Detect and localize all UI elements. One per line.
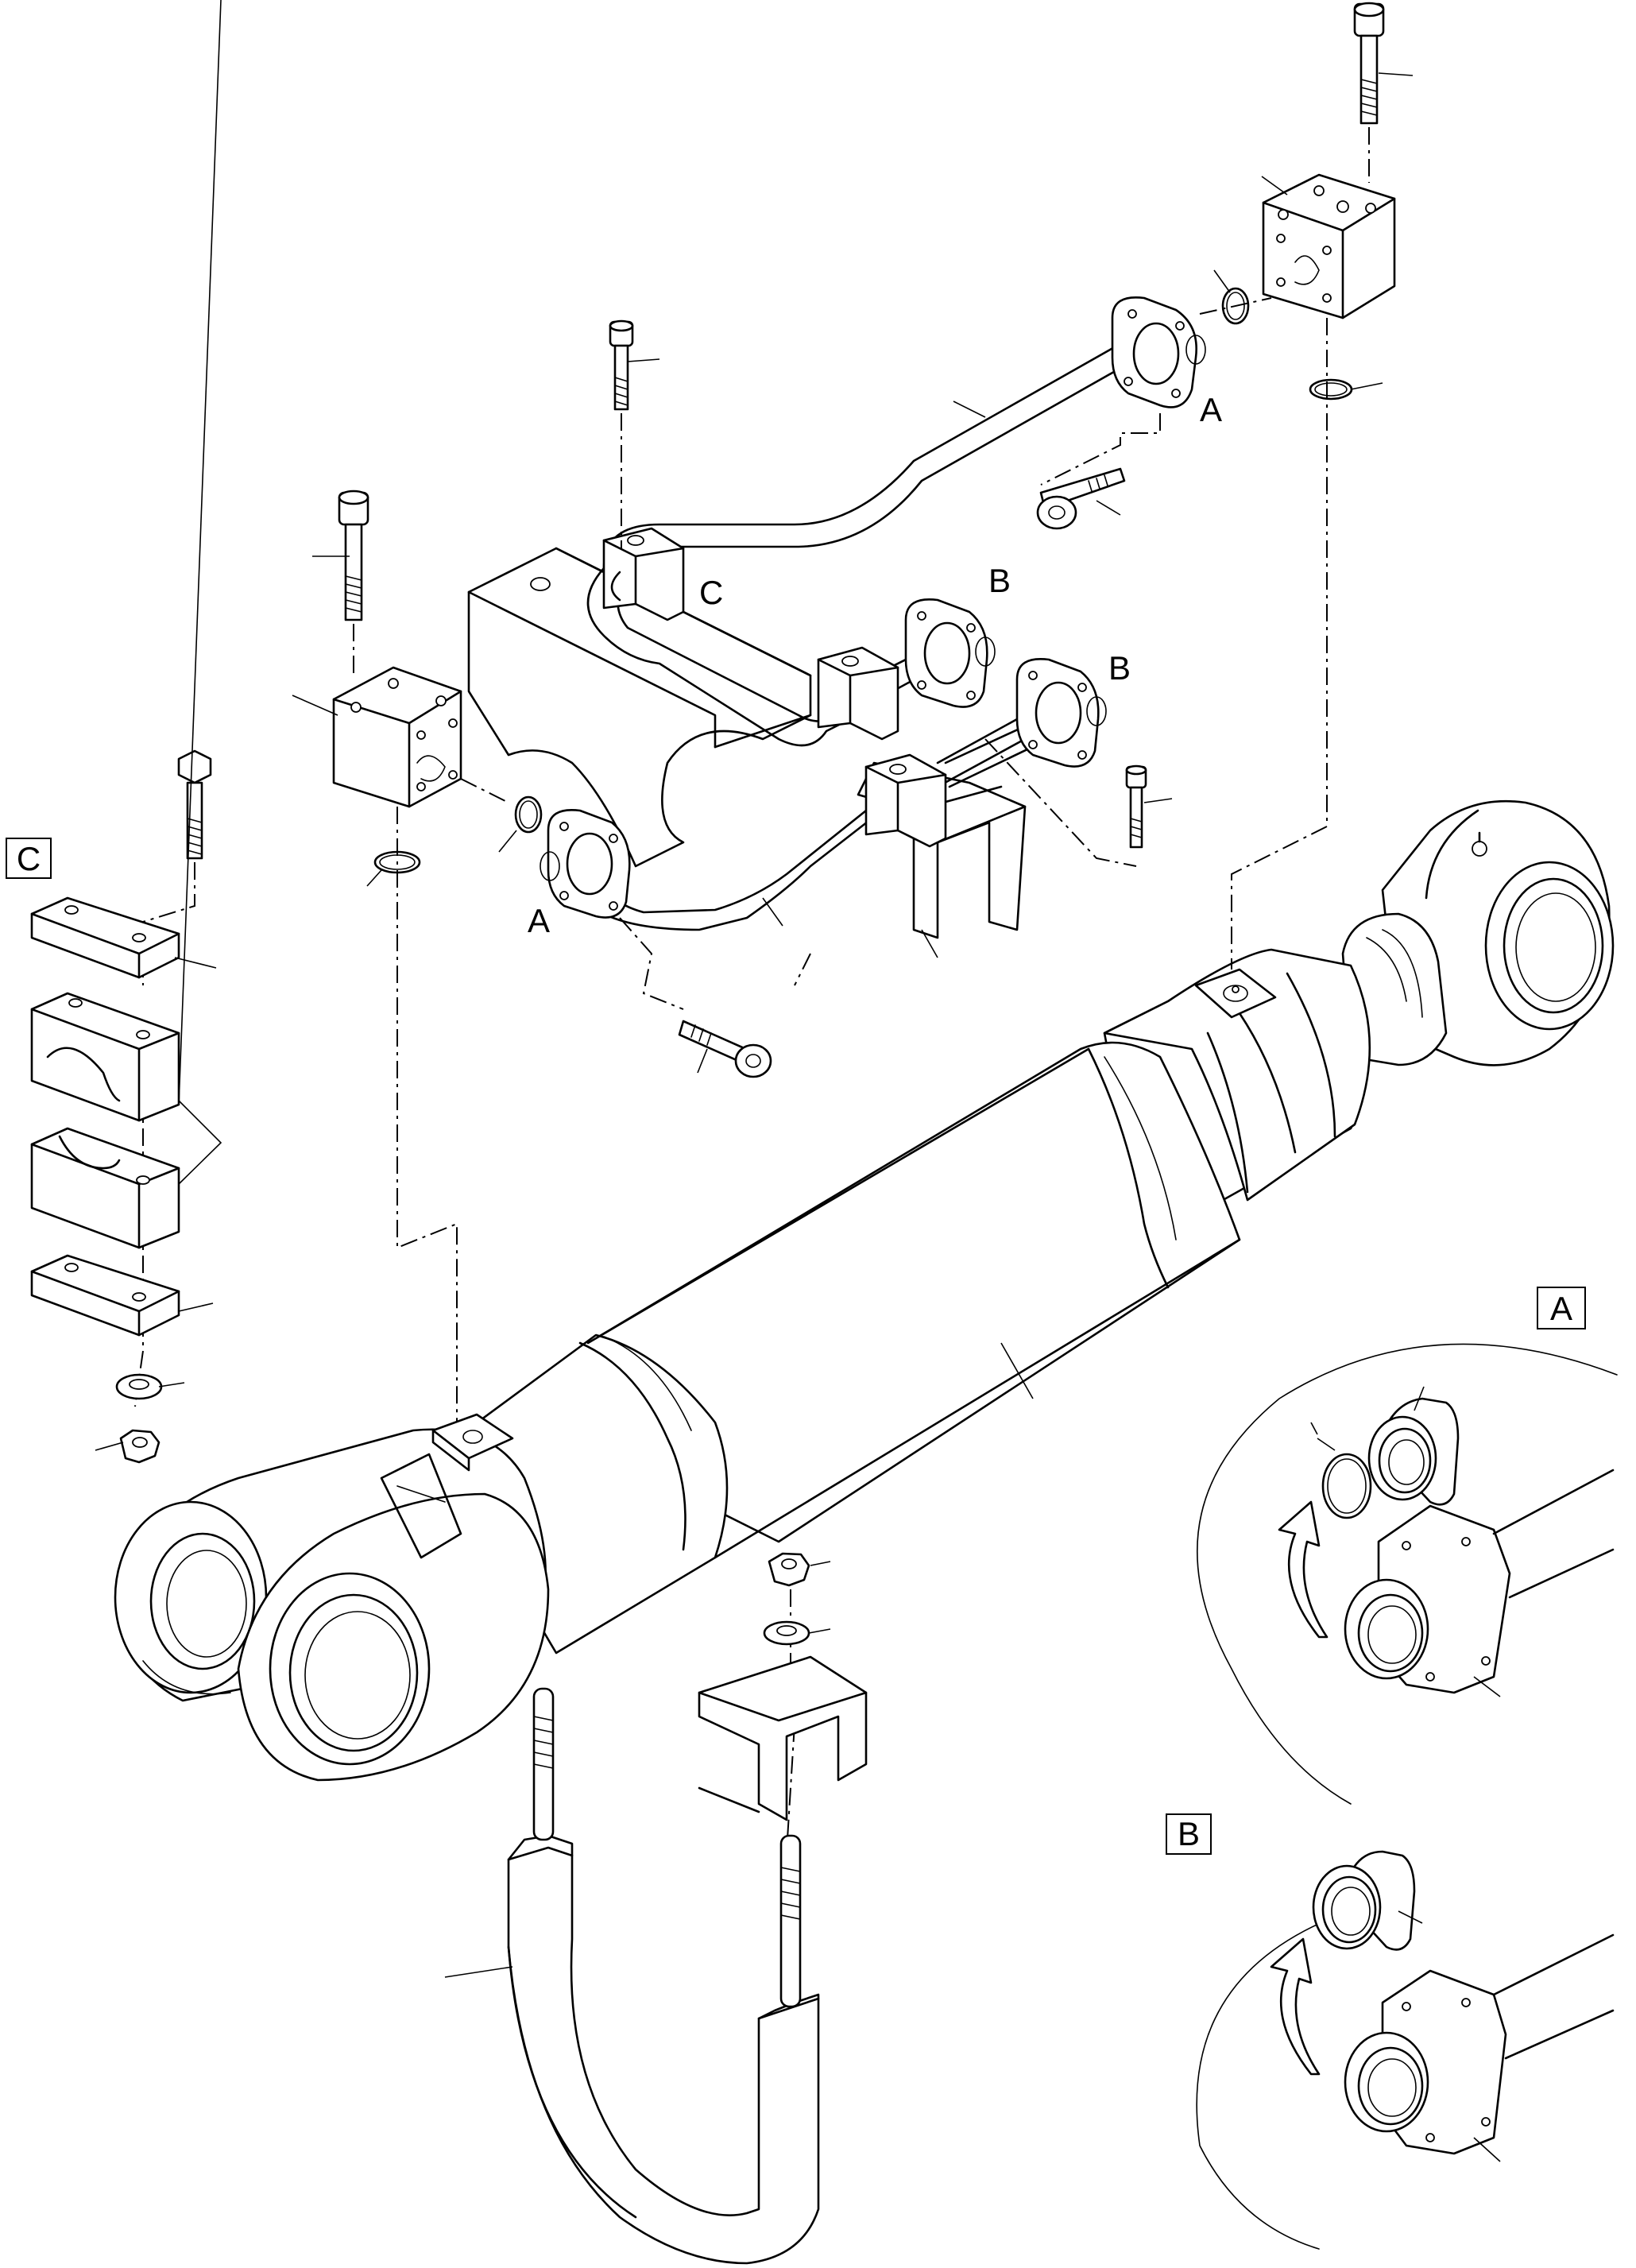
flange-b-lower [1015,657,1107,768]
o-ring-upper-right [1221,287,1250,325]
rod-end-eye [1341,799,1615,1066]
label-c: C [699,574,723,611]
detail-box-a: A [1537,1287,1586,1329]
nut-bottom [768,1552,810,1587]
flange-b-upper [904,598,996,708]
detail-box-b: B [1166,1813,1212,1855]
washer-c [115,1373,163,1400]
clamp-plate-top [30,896,180,979]
detail-box-c: C [6,838,52,879]
label-b-upper: B [988,562,1011,599]
u-bracket-bottom [698,1655,868,1821]
socket-bolt-diagonal-lower [678,1020,772,1078]
clamp-half-lower [30,1127,180,1249]
flange-a-lower [540,808,631,919]
label-a-lower: A [528,902,550,939]
detail-box-b-label: B [1178,1815,1200,1852]
label-a-upper: A [1200,391,1222,428]
valve-block-upper-right [1262,173,1396,319]
clamp-half-upper [30,992,180,1122]
detail-box-c-label: C [17,840,41,877]
tube-clamp-lower [864,753,947,848]
cylinder-barrel [443,948,1371,1655]
nut-c [119,1429,161,1464]
clamp-plate-bottom [30,1254,180,1337]
hex-bolt-c [177,749,212,860]
callout-leaders [95,0,1501,2162]
o-ring-right-vertical [1309,378,1353,401]
socket-bolt-top-right [1353,2,1385,125]
tube-clamp-upper [602,527,685,621]
socket-bolt-left [338,490,369,621]
valve-manifold-bar [467,547,812,868]
o-ring-left-block [514,795,543,834]
u-bolt-strap [507,1687,820,2265]
socket-bolt-small-right [1125,764,1147,849]
hydraulic-cylinder [114,799,1615,1782]
label-b-lower: B [1108,649,1131,687]
socket-bolt-diagonal-upper [1036,467,1126,530]
detail-box-a-label: A [1550,1290,1572,1327]
socket-bolt-center [609,319,634,411]
detail-a-view [1197,1343,1618,1805]
tube-clamp-middle [817,646,899,741]
detail-b-view [1196,1850,1615,2250]
cylinder-base-clevis [114,1413,550,1782]
washer-bottom [763,1620,810,1646]
valve-block-left [332,666,462,808]
flange-a-upper [1111,296,1206,408]
